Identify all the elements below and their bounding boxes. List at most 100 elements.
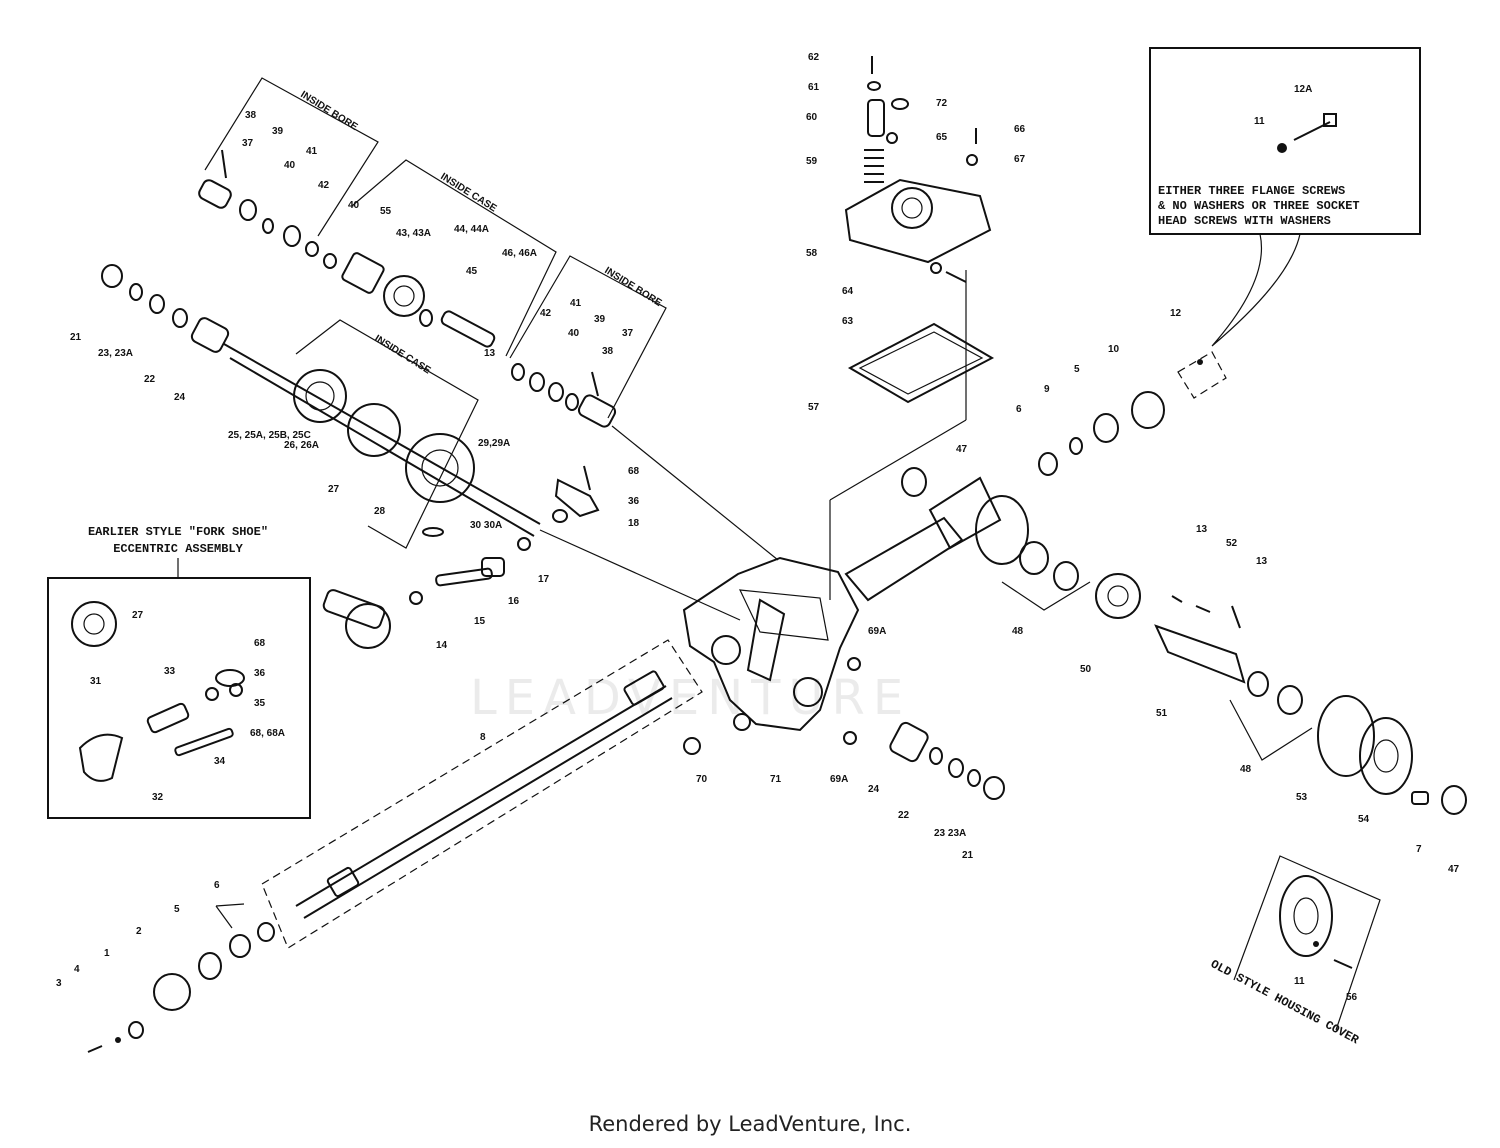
label-10: 10 <box>1108 344 1120 355</box>
label-21: 21 <box>70 332 82 343</box>
old-style-cover-group: OLD STYLE HOUSING COVER <box>1208 855 1381 1048</box>
gear-26 <box>293 369 347 423</box>
label-7: 7 <box>1416 844 1422 855</box>
label-56: 56 <box>1346 992 1358 1003</box>
label-40c: 40 <box>568 328 580 339</box>
label-36b: 36 <box>254 668 266 679</box>
screw-note-box: EITHER THREE FLANGE SCREWS & NO WASHERS … <box>1149 47 1421 347</box>
label-27: 27 <box>328 484 340 495</box>
bearing-38 <box>198 179 232 209</box>
label-3: 3 <box>56 978 62 989</box>
fork-36 <box>554 478 600 518</box>
inside-bore-group-left: INSIDE BORE <box>198 77 379 269</box>
label-45: 45 <box>466 266 478 277</box>
label-27b: 27 <box>132 610 144 621</box>
label-24: 24 <box>174 392 186 403</box>
label-64: 64 <box>842 286 854 297</box>
label-66: 66 <box>1014 124 1026 135</box>
label-41b: 41 <box>570 298 582 309</box>
label-5b: 5 <box>1074 364 1080 375</box>
label-15: 15 <box>474 616 486 627</box>
label-13b: 13 <box>1196 524 1208 535</box>
label-51: 51 <box>1156 708 1168 719</box>
cover-54 <box>1359 717 1413 795</box>
label-16: 16 <box>508 596 520 607</box>
label-67: 67 <box>1014 154 1026 165</box>
screw-note-1: EITHER THREE FLANGE SCREWS <box>1158 184 1345 198</box>
leader-lines <box>539 270 967 621</box>
shaft-51 <box>1154 624 1246 684</box>
fork-shoe-inset: EARLIER STYLE "FORK SHOE" ECCENTRIC ASSE… <box>47 525 311 819</box>
label-4: 4 <box>74 964 80 975</box>
label-69a: 68 <box>628 466 640 477</box>
label-23b: 23 23A <box>934 828 966 839</box>
label-58: 58 <box>806 248 818 259</box>
bushing-47 <box>901 467 927 497</box>
seal-21 <box>101 264 123 288</box>
top-cover-assembly <box>844 56 995 404</box>
label-54: 54 <box>1358 814 1370 825</box>
eccentric-27 <box>347 403 401 457</box>
label-6b: 6 <box>1016 404 1022 415</box>
bearing-37 <box>577 394 617 428</box>
label-22b: 22 <box>898 810 910 821</box>
bushing-24 <box>190 317 230 353</box>
label-32: 32 <box>152 792 164 803</box>
label-2: 2 <box>136 926 142 937</box>
label-17: 17 <box>538 574 550 585</box>
label-65: 65 <box>936 132 948 143</box>
label-40: 40 <box>284 160 296 171</box>
label-38b: 38 <box>602 346 614 357</box>
label-37: 37 <box>242 138 254 149</box>
label-61: 61 <box>808 82 820 93</box>
fork-shoe-box <box>47 577 311 819</box>
label-18: 18 <box>628 518 640 529</box>
label-37b: 37 <box>622 328 634 339</box>
label-8: 8 <box>480 732 486 743</box>
label-50: 50 <box>1080 664 1092 675</box>
label-48a: 48 <box>1012 626 1024 637</box>
output-shaft-left: INSIDE CASE <box>101 264 541 549</box>
label-39: 39 <box>272 126 284 137</box>
label-68c: 68, 68A <box>250 728 285 739</box>
label-43: 43, 43A <box>396 228 431 239</box>
gear-29 <box>405 433 475 503</box>
flange-2 <box>153 973 191 1011</box>
fork-shoe-32 <box>78 733 124 782</box>
gasket-57 <box>847 322 995 404</box>
part-labels: 38 37 39 40 41 42 40 55 43, 43A 44, 44A … <box>56 52 1460 1003</box>
label-11a: 11 <box>1254 116 1265 127</box>
label-23: 23, 23A <box>98 348 133 359</box>
label-35: 35 <box>254 698 266 709</box>
label-44: 44, 44A <box>454 224 489 235</box>
old-cover-label: OLD STYLE HOUSING COVER <box>1208 957 1362 1047</box>
label-72: 72 <box>936 98 948 109</box>
label-1: 1 <box>104 948 110 959</box>
label-28: 28 <box>374 506 386 517</box>
label-25: 25, 25A, 25B, 25C <box>228 430 311 441</box>
inside-case-label-2: INSIDE CASE <box>372 333 432 376</box>
screw-note-frame <box>1149 47 1421 235</box>
label-12: 12 <box>1170 308 1182 319</box>
lower-axle-parts <box>843 657 1005 800</box>
label-22: 22 <box>144 374 156 385</box>
shift-fork-parts <box>322 465 600 649</box>
label-24b: 24 <box>868 784 880 795</box>
label-33: 33 <box>164 666 176 677</box>
label-55: 55 <box>380 206 392 217</box>
label-6a: 6 <box>214 880 220 891</box>
label-29: 29,29A <box>478 438 510 449</box>
label-5a: 5 <box>174 904 180 915</box>
collar-10 <box>1131 391 1165 429</box>
label-12a: 12A <box>1294 84 1312 95</box>
inside-case-label: INSIDE CASE <box>438 171 498 214</box>
label-9: 9 <box>1044 384 1050 395</box>
label-63: 63 <box>842 316 854 327</box>
bushing-24b <box>889 721 929 763</box>
label-36: 36 <box>628 496 640 507</box>
label-11b: 11 <box>1294 976 1305 987</box>
screw-note-3: HEAD SCREWS WITH WASHERS <box>1158 214 1331 228</box>
label-14: 14 <box>436 640 448 651</box>
label-57: 57 <box>808 402 820 413</box>
label-59: 59 <box>806 156 818 167</box>
